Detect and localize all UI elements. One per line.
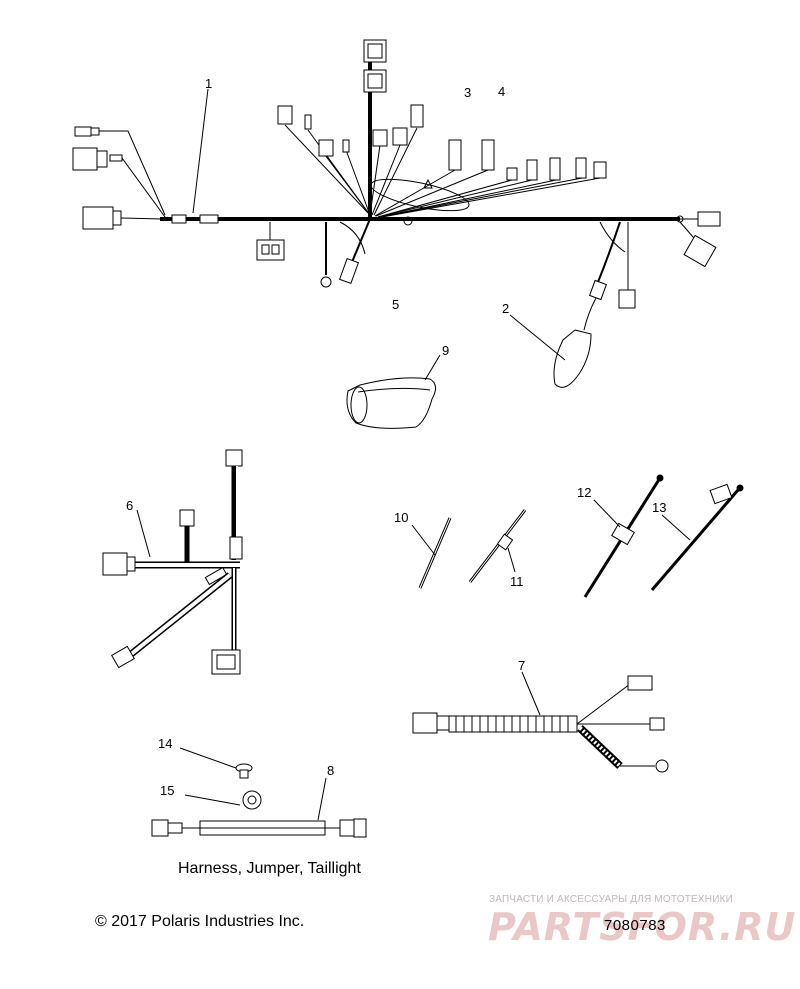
callout-8: 8 [327, 763, 334, 778]
callout-15: 15 [160, 783, 174, 798]
callout-9: 9 [442, 343, 449, 358]
part-10-cable-tie [411, 517, 452, 589]
callout-labels: 1 2 3 4 5 6 7 8 9 10 11 12 13 14 15 [126, 76, 666, 798]
connector-left-1 [74, 126, 166, 216]
part-7-jumper-harness [412, 671, 669, 773]
callout-14: 14 [158, 736, 172, 751]
part-number: 7080783 [604, 917, 666, 934]
part-12-cable-tie [583, 474, 664, 598]
part-15-clamp [184, 790, 262, 810]
copyright-text: © 2017 Polaris Industries Inc. [95, 913, 305, 930]
callout-7: 7 [518, 658, 525, 673]
harness-hub [284, 39, 601, 255]
part-11-cable-tie-clip [468, 509, 527, 583]
callout-2: 2 [502, 301, 509, 316]
callout-10: 10 [394, 510, 408, 525]
watermark-tagline: ЗАПЧАСТИ И АКСЕССУАРЫ ДЛЯ МОТОТЕХНИКИ [489, 894, 734, 905]
part-8-jumper [151, 777, 367, 838]
ring-terminal-drop [320, 222, 332, 288]
connector-left-3 [82, 206, 163, 230]
callout-13: 13 [652, 500, 666, 515]
part-9-sleeve [346, 354, 441, 429]
callout-3: 3 [464, 85, 471, 100]
connector-drop-right [599, 221, 636, 309]
watermark-logo: PARTSFOR.RU [488, 905, 797, 949]
callout-12: 12 [577, 485, 591, 500]
harness-connector-5 [338, 218, 371, 285]
part-13-cable-tie [650, 483, 744, 591]
connector-right-end [676, 211, 721, 268]
branch-connectors [277, 104, 607, 189]
leader-1 [192, 88, 209, 214]
diagram-caption: Harness, Jumper, Taillight [178, 860, 361, 877]
callout-4: 4 [498, 84, 505, 99]
callout-1: 1 [205, 76, 212, 91]
connector-left-2 [72, 147, 166, 218]
part-2-sensor-lead [509, 221, 621, 388]
callout-6: 6 [126, 498, 133, 513]
part-14-screw [179, 747, 253, 779]
connector-drop-1 [256, 222, 285, 261]
part-6-taillight-harness [102, 449, 243, 675]
callout-11: 11 [510, 574, 524, 589]
main-harness [72, 39, 721, 309]
callout-5: 5 [392, 297, 399, 312]
